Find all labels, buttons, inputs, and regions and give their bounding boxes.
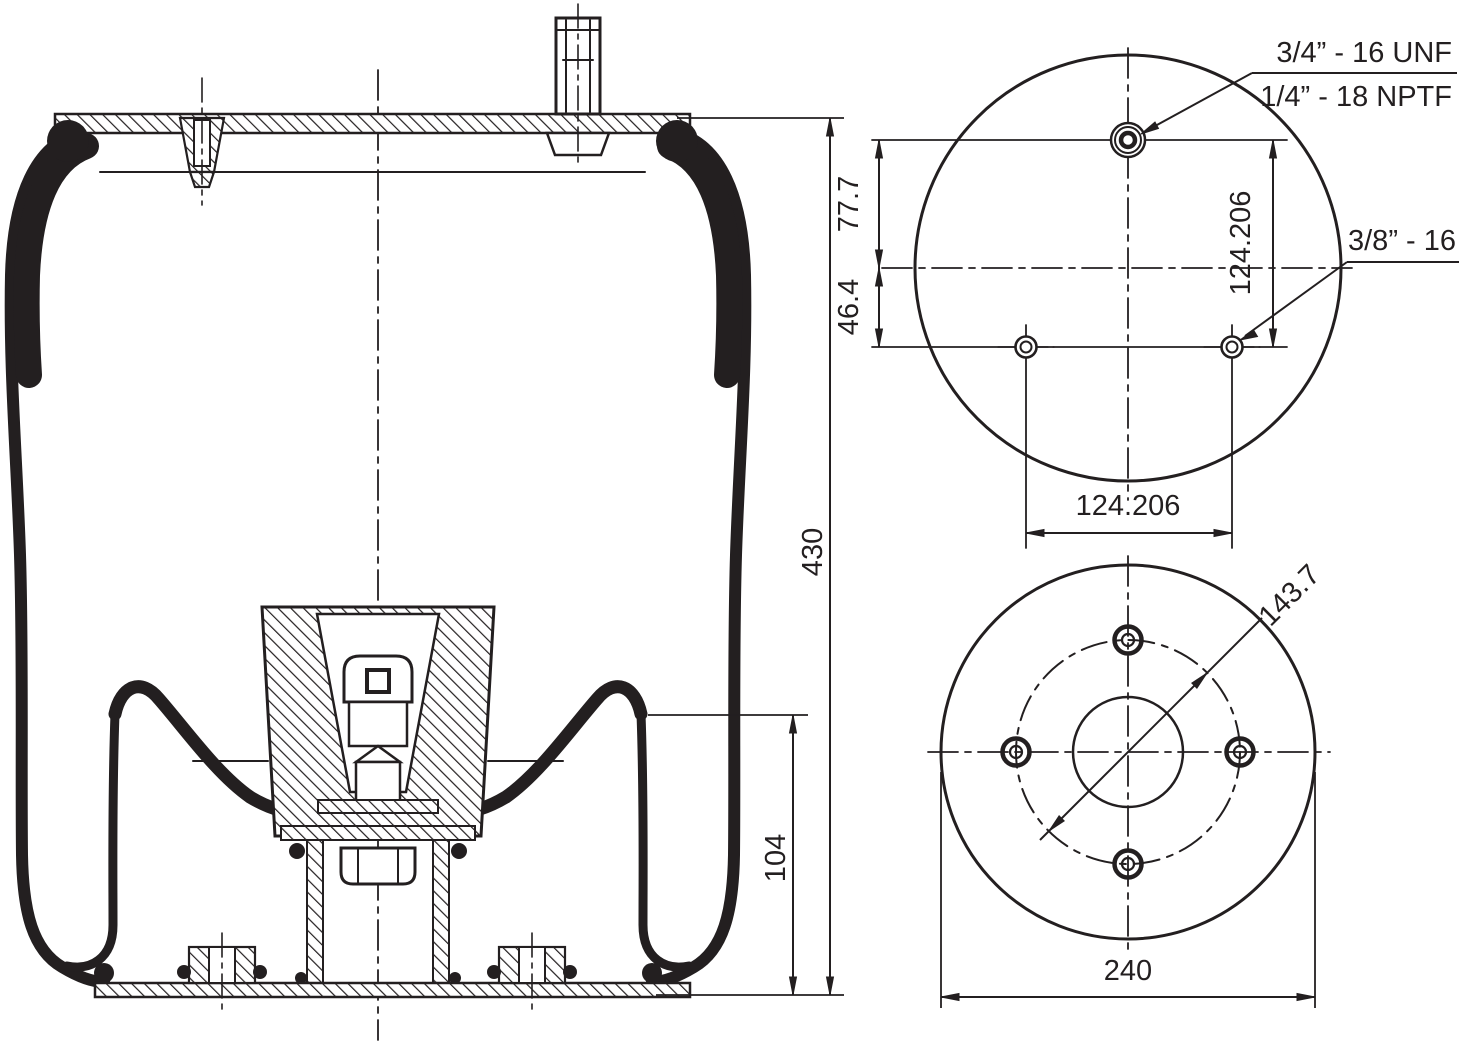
bottom-stud-left	[177, 932, 267, 1013]
dim-124v-label: 124.206	[1225, 191, 1257, 296]
piston-shaft	[347, 700, 409, 748]
dim-430-label: 430	[797, 528, 829, 576]
lobe-inner-right	[636, 709, 694, 972]
bellows-bottom-curl-right	[642, 963, 662, 983]
lobe-inner-left	[62, 709, 120, 972]
dim-104-label: 104	[760, 834, 792, 882]
air-port-thread-label: 1/4” - 18 NPTF	[1260, 81, 1452, 113]
bellows-shoulder-right	[657, 133, 743, 388]
side-view-dimensions: 430 104	[648, 117, 844, 996]
port-thread-leader: 3/4” - 16 UNF 1/4” - 18 NPTF	[1140, 37, 1457, 135]
piston-base-plate	[280, 825, 476, 841]
mounting-stud-thread-label: 3/8” - 16	[1348, 225, 1456, 257]
top-view-dimensions: 77.7 46.4 124.206 124.206 3/4” - 16 UNF …	[833, 37, 1459, 538]
bottom-plan-view	[927, 555, 1331, 951]
bottom-bolt-left	[1000, 736, 1032, 768]
stud-hole-right	[1203, 324, 1261, 549]
bellows-outer-left	[4, 127, 110, 988]
weld-dot	[451, 843, 467, 859]
bottom-bolt-top	[1112, 624, 1144, 656]
bottom-stud-right	[487, 932, 577, 1013]
weld-dot	[295, 972, 307, 984]
pedestal-wall-left	[306, 839, 324, 986]
top-bead-right	[656, 120, 698, 162]
top-plate	[53, 112, 692, 135]
top-bead-left	[47, 120, 89, 162]
hex-head	[339, 846, 417, 886]
stud-hole-left	[997, 324, 1055, 549]
air-port	[1109, 121, 1147, 159]
weld-dot	[449, 972, 461, 984]
rivet-nut	[178, 77, 226, 206]
air-fitting-thread-label: 3/4” - 16 UNF	[1276, 37, 1452, 69]
top-plan-view	[871, 47, 1353, 549]
piston-boss-window	[365, 668, 391, 694]
stud-thread-leader: 3/8” - 16	[1239, 225, 1459, 341]
top-stud	[545, 3, 611, 169]
dim-124h-label: 124.206	[1076, 490, 1181, 522]
dim-143-label: 143.7	[1253, 559, 1327, 633]
bottom-bolt-right	[1224, 736, 1256, 768]
bellows-bottom-curl-left	[94, 963, 114, 983]
side-section-view	[4, 3, 752, 1041]
bolt-shank	[354, 760, 402, 804]
dim-46-label: 46.4	[833, 279, 865, 335]
bellows-shoulder-left	[13, 133, 99, 388]
weld-dot	[289, 843, 305, 859]
dim-77-label: 77.7	[833, 176, 865, 232]
bellows-outer-right	[646, 127, 752, 988]
washer-block	[317, 799, 439, 814]
dim-240-label: 240	[1104, 955, 1152, 987]
bottom-plate-group	[93, 932, 692, 1013]
bottom-plate	[93, 981, 692, 999]
bottom-bolt-bottom	[1112, 848, 1144, 880]
pedestal-wall-right	[432, 839, 450, 986]
piston-assembly	[260, 605, 496, 986]
